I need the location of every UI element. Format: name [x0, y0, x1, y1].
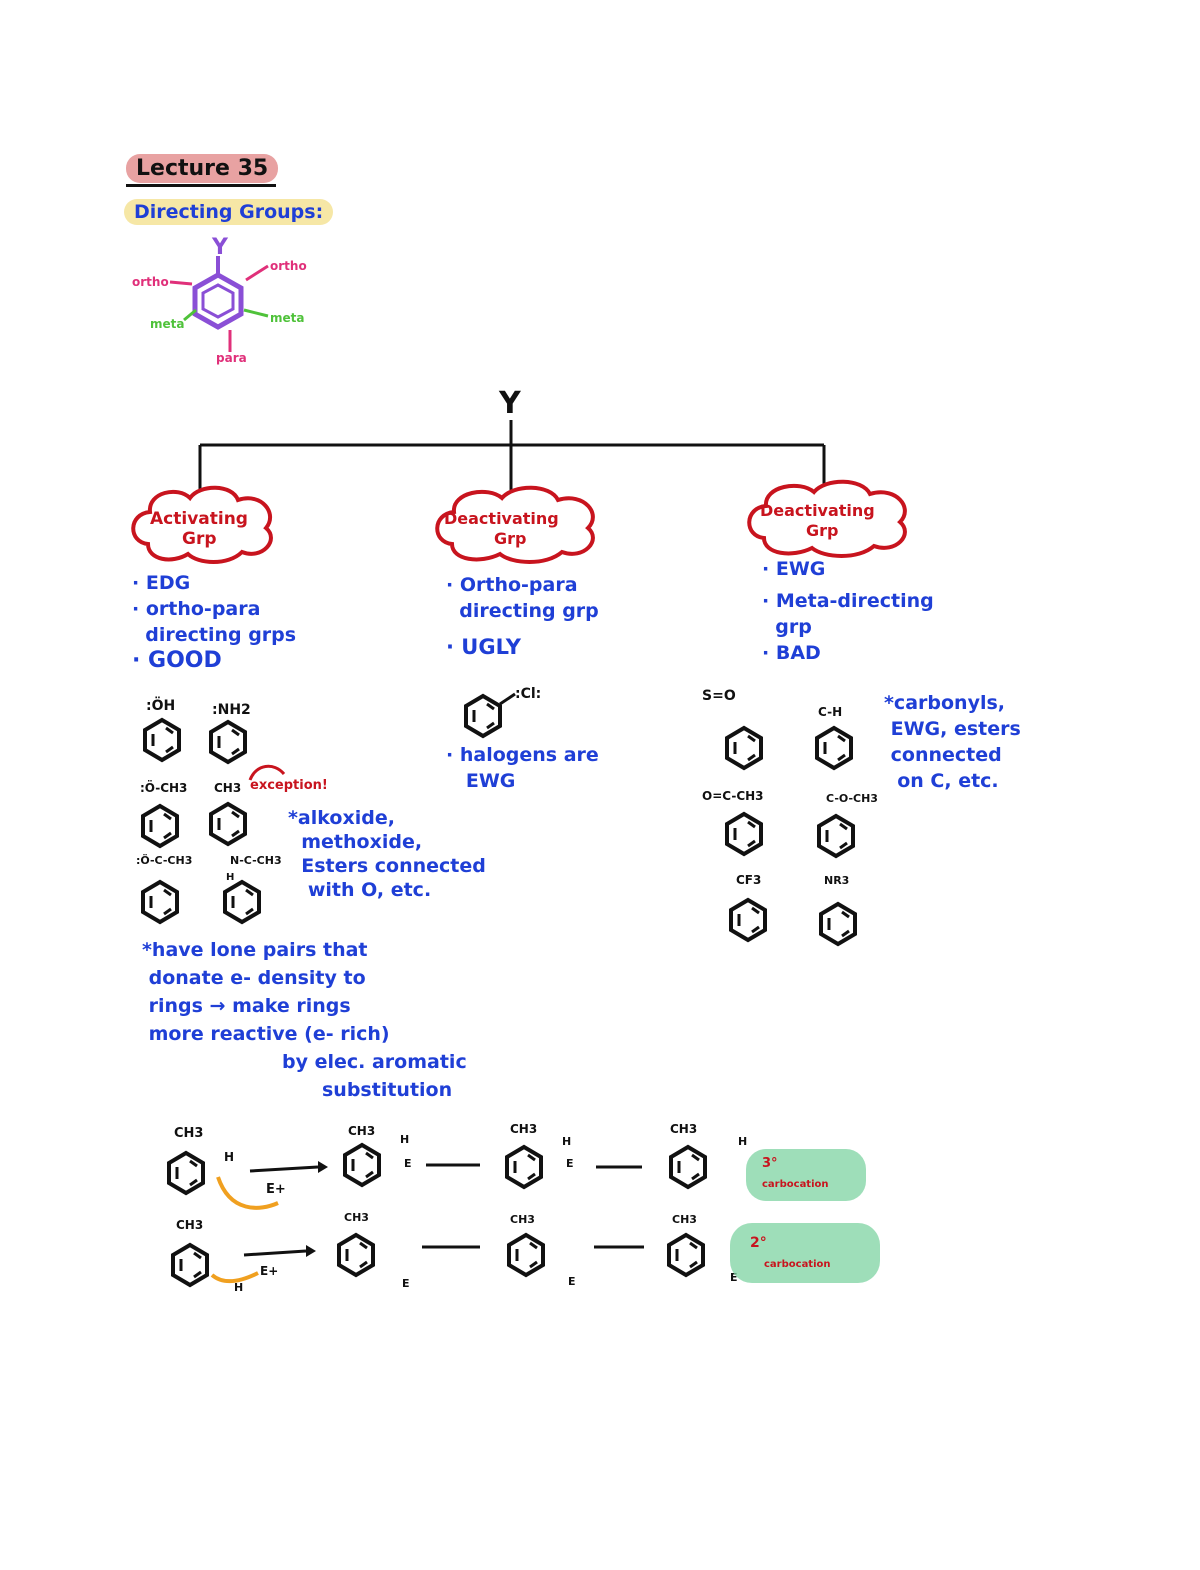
exception-label: exception! — [250, 778, 328, 793]
svg-text:CH3: CH3 — [670, 1122, 697, 1136]
svg-text:CF3: CF3 — [736, 873, 761, 887]
svg-text:H: H — [224, 1150, 234, 1164]
intermediate-1b-ring-icon — [505, 1145, 543, 1189]
svg-text:CH3: CH3 — [214, 781, 241, 795]
svg-text:H: H — [234, 1281, 243, 1294]
deactivating-meta-bullets: · EWG · Meta-directing grp · BAD — [762, 558, 934, 664]
cloud-deactivating-op: Deactivating Grp — [435, 485, 595, 564]
svg-text:N-C-CH3: N-C-CH3 — [230, 854, 282, 867]
title-underline — [126, 184, 276, 187]
tree-connector-lines — [198, 420, 826, 490]
svg-text:H: H — [400, 1133, 409, 1146]
directing-positions-diagram: Y ortho ortho meta meta para — [132, 235, 307, 365]
amide-ring-icon — [223, 880, 261, 924]
svg-text:CH3: CH3 — [174, 1126, 203, 1141]
svg-text:Activating: Activating — [150, 509, 248, 529]
svg-text:CH3: CH3 — [672, 1213, 697, 1226]
svg-text::Cl:: :Cl: — [515, 686, 541, 702]
meta-right-label: meta — [270, 311, 304, 325]
svg-text:carbocation: carbocation — [762, 1179, 829, 1190]
aldehyde-ring-icon — [815, 726, 853, 770]
svg-text:NR3: NR3 — [824, 874, 849, 887]
ammonium-ring-icon — [819, 902, 857, 946]
para-label: para — [216, 351, 247, 365]
ortho-left-label: ortho — [132, 275, 169, 289]
tree-root-y: Y — [499, 386, 521, 421]
svg-text:E+: E+ — [266, 1182, 286, 1197]
svg-text:E: E — [404, 1157, 412, 1170]
svg-text:Grp: Grp — [182, 529, 217, 549]
svg-text:C-H: C-H — [818, 705, 842, 719]
cloud-activating: Activating Grp — [131, 485, 273, 564]
svg-text::NH2: :NH2 — [212, 702, 251, 718]
phenol-ring-icon — [143, 718, 181, 762]
svg-text::Ö-CH3: :Ö-CH3 — [140, 780, 187, 795]
halogen-note: · halogens are EWG — [446, 744, 599, 792]
intermediate-2a-ring-icon — [337, 1233, 375, 1277]
svg-text:H: H — [738, 1135, 747, 1148]
ketone-ring-icon — [725, 812, 763, 856]
svg-text:E: E — [566, 1157, 574, 1170]
deactivating-structures: S=O C-H O=C-CH3 C-O-CH3 CF3 NR3 — [702, 688, 878, 946]
benzene-ring-icon — [192, 272, 244, 330]
page-title: Lecture 35 — [126, 154, 279, 183]
ester-meta-ring-icon — [817, 814, 855, 858]
svg-text:CH3: CH3 — [510, 1213, 535, 1226]
mechanism-diagram: CH3 H E+ CH3 H E CH3 H E CH3 H 3° carboc… — [167, 1122, 880, 1294]
svg-text:H: H — [226, 872, 234, 883]
exception-arrow-icon — [248, 764, 286, 781]
anisole-ring-icon — [141, 804, 179, 848]
svg-text:H: H — [562, 1135, 571, 1148]
intermediate-1c-ring-icon — [669, 1145, 707, 1189]
svg-text:2°: 2° — [750, 1235, 767, 1251]
intermediate-2b-ring-icon — [507, 1233, 545, 1277]
intermediate-2c-ring-icon — [667, 1233, 705, 1277]
alkoxide-note: *alkoxide, methoxide, Esters connected w… — [288, 807, 486, 901]
svg-text:carbocation: carbocation — [764, 1259, 831, 1270]
activating-bullets: · EDG · ortho-para directing grps · GOOD — [132, 572, 297, 673]
activating-structures: :ÖH :NH2 :Ö-CH3 CH3 :Ö-C-CH3 N-C-CH3 H — [136, 696, 282, 924]
svg-text:C-O-CH3: C-O-CH3 — [826, 792, 878, 805]
svg-text:CH3: CH3 — [510, 1122, 537, 1136]
cloud-deactivating-meta: Deactivating Grp — [747, 479, 907, 558]
toluene-ortho-ring-icon — [167, 1151, 205, 1195]
carbonyl-note: *carbonyls, EWG, esters connected on C, … — [884, 692, 1021, 792]
chlorobenzene-ring-icon — [464, 694, 502, 738]
svg-text:3°: 3° — [762, 1156, 778, 1171]
section-heading: Directing Groups: — [124, 199, 334, 225]
substituent-y-label: Y — [211, 235, 229, 260]
svg-text:Grp: Grp — [494, 529, 526, 548]
deactivating-op-bullets: · Ortho-para directing grp · UGLY — [446, 574, 599, 659]
svg-text:CH3: CH3 — [344, 1211, 369, 1224]
chlorobenzene-structure: :Cl: — [464, 686, 541, 738]
svg-text:Deactivating: Deactivating — [760, 501, 875, 520]
svg-text::ÖH: :ÖH — [146, 696, 175, 714]
toluene-ring-icon — [209, 802, 247, 846]
svg-text:S=O: S=O — [702, 688, 736, 704]
svg-text:E: E — [730, 1271, 738, 1284]
svg-text:Grp: Grp — [806, 521, 838, 540]
svg-text:O=C-CH3: O=C-CH3 — [702, 789, 764, 803]
svg-text:CH3: CH3 — [348, 1124, 375, 1138]
svg-text:E: E — [568, 1275, 576, 1288]
meta-left-label: meta — [150, 317, 184, 331]
svg-text:Deactivating: Deactivating — [444, 509, 559, 528]
sulfonic-ring-icon — [725, 726, 763, 770]
aniline-ring-icon — [209, 720, 247, 764]
svg-text:E: E — [402, 1277, 410, 1290]
ester-ring-icon — [141, 880, 179, 924]
intermediate-1a-ring-icon — [343, 1143, 381, 1187]
ortho-right-label: ortho — [270, 259, 307, 273]
svg-text:CH3: CH3 — [176, 1218, 203, 1232]
lone-pair-note: *have lone pairs that donate e- density … — [142, 939, 467, 1101]
svg-text:E+: E+ — [260, 1264, 278, 1278]
svg-text::Ö-C-CH3: :Ö-C-CH3 — [136, 853, 192, 867]
cf3-ring-icon — [729, 898, 767, 942]
toluene-para-ring-icon — [171, 1243, 209, 1287]
